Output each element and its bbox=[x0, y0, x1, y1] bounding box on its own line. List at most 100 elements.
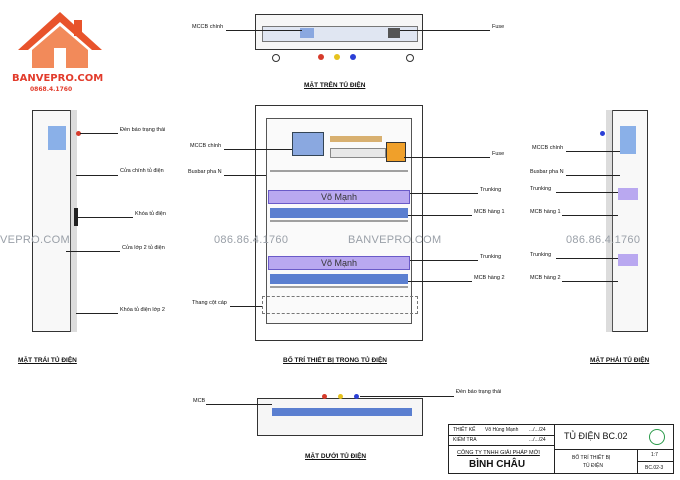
right-view-trunking-1 bbox=[618, 188, 638, 200]
right-busbar-label: Busbar pha N bbox=[530, 169, 564, 175]
trunking-2-text: Võ Mạnh bbox=[320, 258, 358, 268]
logo-brand: BANVEPRO.COM bbox=[12, 73, 104, 84]
bottom-view-mcb-row bbox=[272, 408, 412, 416]
leader-line bbox=[408, 215, 472, 216]
bottom-view-cabinet bbox=[257, 398, 423, 436]
house-logo-icon bbox=[18, 12, 102, 68]
cable-gland-icon bbox=[334, 54, 340, 60]
leader-line bbox=[408, 281, 472, 282]
left-lock-label: Khóa tủ điện bbox=[135, 211, 166, 217]
trunking-1-text: Võ Mạnh bbox=[320, 192, 358, 202]
cable-gland-icon bbox=[350, 54, 356, 60]
top-mccb-label: MCCB chính bbox=[192, 24, 224, 30]
main-mccb bbox=[292, 132, 324, 156]
leader-line bbox=[230, 306, 262, 307]
right-mccb-label: MCCB chính bbox=[532, 145, 564, 151]
leader-line bbox=[566, 151, 620, 152]
watermark-site-left: VEPRO.COM bbox=[0, 234, 70, 246]
right-view-trunking-2 bbox=[618, 254, 638, 266]
title-block: THIẾT KẾ Võ Hùng Mạnh .../.../24 KIỂM TR… bbox=[448, 424, 674, 474]
front-view-title: BỐ TRÍ THIẾT BỊ TRONG TỦ ĐIỆN bbox=[283, 357, 387, 364]
leader-line bbox=[226, 30, 302, 31]
mcb-row-1 bbox=[270, 208, 408, 218]
terminal-row bbox=[330, 148, 386, 158]
leader-line bbox=[224, 149, 292, 150]
trunking-2: Võ Mạnh bbox=[268, 256, 410, 270]
leader-line bbox=[206, 404, 272, 405]
cable-gland-icon bbox=[318, 54, 324, 60]
company-seal-icon bbox=[649, 429, 665, 445]
front-fuse-label: Fuse bbox=[492, 151, 505, 157]
din-rail bbox=[270, 170, 408, 172]
indicator-light-icon bbox=[338, 394, 343, 399]
watermark-site-center: BANVEPRO.COM bbox=[348, 234, 442, 246]
watermark-phone-right: 086.86.4.1760 bbox=[566, 234, 641, 246]
right-mcb2-label: MCB hàng 2 bbox=[530, 275, 561, 281]
logo-phone: 0868.4.1760 bbox=[30, 86, 73, 93]
front-trunking1-label: Trunking bbox=[480, 187, 502, 193]
top-view-title: MẶT TRÊN TỦ ĐIỆN bbox=[304, 82, 366, 89]
tb-code: BC.02-3 bbox=[645, 465, 664, 471]
left-lock2-label: Khóa tủ điện lớp 2 bbox=[120, 307, 165, 313]
tb-divider bbox=[449, 445, 554, 446]
left-view-title: MẶT TRÁI TỦ ĐIỆN bbox=[18, 357, 77, 364]
din-rail bbox=[270, 286, 408, 288]
company-logo: BANVEPRO.COM 0868.4.1760 bbox=[10, 10, 110, 95]
tb-designer-label: THIẾT KẾ bbox=[453, 427, 476, 433]
bottom-indicator-label: Đèn báo trạng thái bbox=[456, 389, 502, 395]
leader-line bbox=[562, 215, 618, 216]
indicator-light-icon bbox=[322, 394, 327, 399]
left-view-devices bbox=[48, 126, 66, 150]
left-view-door-edge bbox=[70, 110, 77, 332]
leader-line bbox=[76, 313, 118, 314]
cable-gland-icon bbox=[406, 54, 414, 62]
front-tray-label: Thang cột cáp bbox=[192, 300, 227, 306]
top-view-mccb bbox=[300, 28, 314, 38]
tb-company: CÔNG TY TNHH GIẢI PHÁP MỚI bbox=[457, 450, 540, 456]
indicator-light-icon bbox=[76, 131, 81, 136]
tb-designer-name: Võ Hùng Mạnh bbox=[485, 427, 519, 433]
leader-line bbox=[360, 396, 454, 397]
front-mcb2-label: MCB hàng 2 bbox=[474, 275, 505, 281]
trunking-1: Võ Mạnh bbox=[268, 190, 410, 204]
leader-line bbox=[80, 133, 118, 134]
right-view-door-edge bbox=[606, 110, 613, 332]
leader-line bbox=[556, 258, 618, 259]
leader-line bbox=[566, 175, 620, 176]
leader-line bbox=[562, 281, 618, 282]
left-indicator-label: Đèn báo trạng thái bbox=[120, 127, 166, 133]
indicator-light-icon bbox=[354, 394, 359, 399]
front-mccb-label: MCCB chính bbox=[190, 143, 222, 149]
busbar-n bbox=[330, 136, 382, 142]
left-door2-label: Cửa lớp 2 tủ điện bbox=[122, 245, 165, 251]
bottom-mcb-label: MCB bbox=[193, 398, 206, 404]
tb-designer-date: .../.../24 bbox=[529, 427, 546, 433]
mcb-row-2 bbox=[270, 274, 408, 284]
din-rail bbox=[270, 220, 408, 222]
right-mcb1-label: MCB hàng 1 bbox=[530, 209, 561, 215]
front-busbar-label: Busbar pha N bbox=[188, 169, 222, 175]
cable-tray bbox=[262, 296, 418, 314]
right-view-devices bbox=[620, 126, 636, 154]
lock-icon bbox=[74, 208, 78, 226]
top-view-glands bbox=[272, 54, 414, 62]
leader-line bbox=[556, 192, 618, 193]
leader-line bbox=[224, 175, 266, 176]
front-trunking2-label: Trunking bbox=[480, 254, 502, 260]
left-main-door-label: Cửa chính tủ điện bbox=[120, 168, 164, 174]
top-view-fuse bbox=[388, 28, 400, 38]
tb-scale: 1:7 bbox=[651, 452, 658, 458]
leader-line bbox=[66, 251, 120, 252]
tb-divider bbox=[637, 461, 673, 462]
tb-sheet-title-2: TỦ ĐIỆN bbox=[583, 463, 603, 469]
top-fuse-label: Fuse bbox=[492, 24, 505, 30]
watermark-phone-center: 086.86.4.1760 bbox=[214, 234, 289, 246]
front-mcb1-label: MCB hàng 1 bbox=[474, 209, 505, 215]
tb-drawing-title: TỦ ĐIỆN BC.02 bbox=[564, 431, 628, 441]
leader-line bbox=[404, 157, 490, 158]
right-trunking1-label: Trunking bbox=[530, 186, 552, 192]
tb-checker-label: KIỂM TRA bbox=[453, 437, 477, 443]
tb-company-name: BÌNH CHÂU bbox=[469, 459, 526, 470]
tb-divider bbox=[554, 449, 673, 450]
leader-line bbox=[410, 260, 478, 261]
